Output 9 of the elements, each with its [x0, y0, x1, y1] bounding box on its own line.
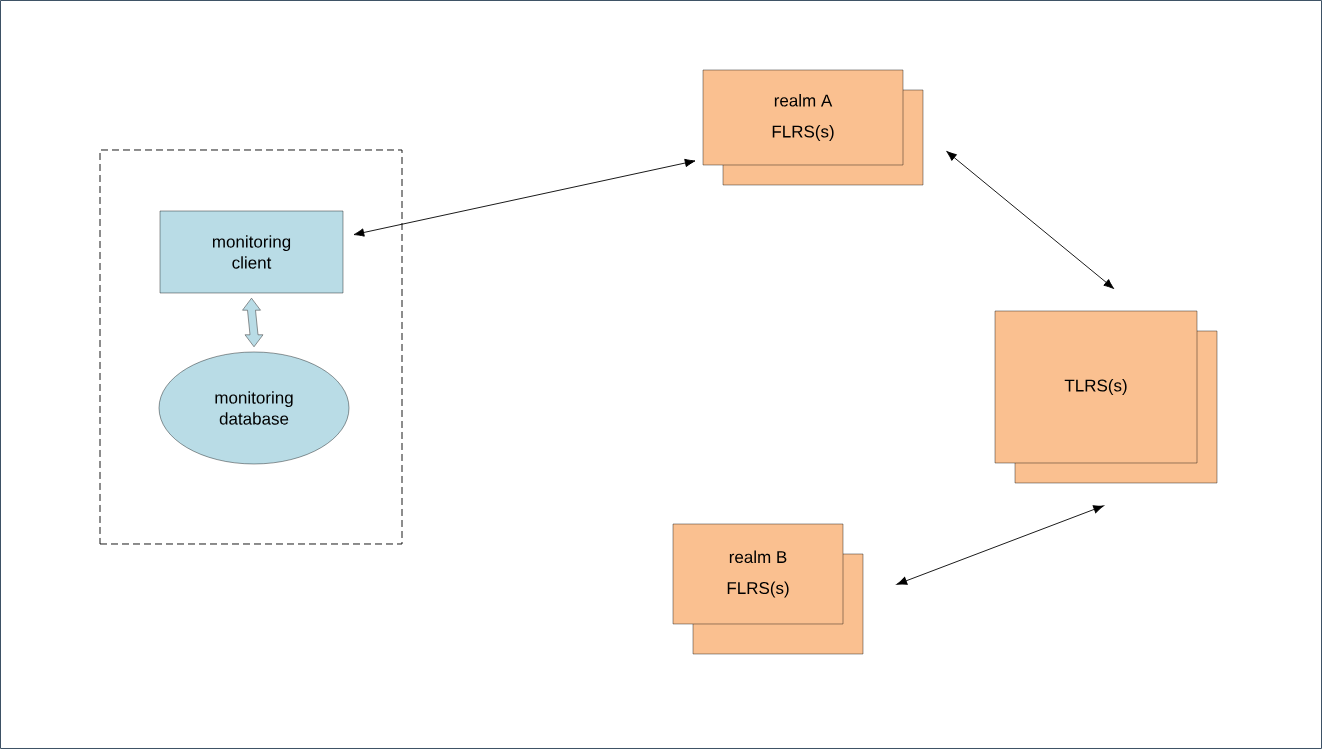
- arrow: [353, 158, 696, 237]
- arrow: [896, 505, 1104, 585]
- process-box: monitoring client: [159, 210, 344, 294]
- dashed-group-box: [99, 149, 403, 545]
- stacked-box: realm A FLRS(s): [702, 69, 924, 186]
- arrow: [946, 150, 1115, 290]
- stacked-box: TLRS(s): [994, 310, 1218, 484]
- block-arrow: [242, 297, 264, 348]
- stacked-box: realm B FLRS(s): [672, 523, 864, 655]
